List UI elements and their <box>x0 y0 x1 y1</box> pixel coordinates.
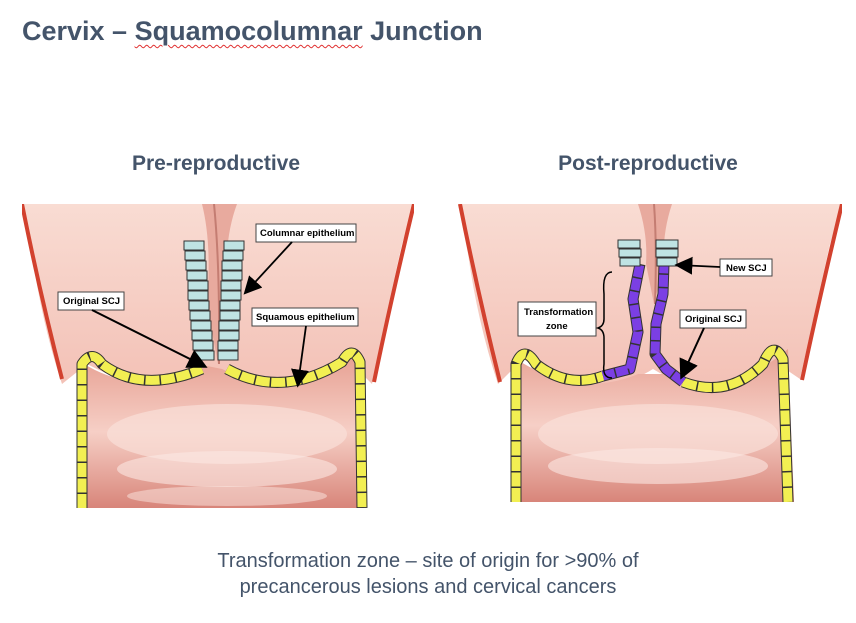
original-scj-label: Original SCJ <box>63 296 120 307</box>
transformation-zone-label-line1: Transformation <box>524 307 593 318</box>
post-reproductive-title: Post-reproductive <box>558 152 738 175</box>
cervix-left-wall <box>458 204 502 383</box>
columnar-epithelium-label: Columnar epithelium <box>260 228 354 239</box>
transformation-zone-label-line2: zone <box>546 321 568 332</box>
columnar-epithelium-left <box>617 239 642 267</box>
caption: Transformation zone – site of origin for… <box>128 548 728 600</box>
new-scj-label-box <box>719 258 773 277</box>
squamous-arrow <box>291 325 309 388</box>
title-underlined-word: Squamocolumnar <box>134 16 363 46</box>
pre-reproductive-diagram: Columnar epithelium Original SCJ Squamou… <box>22 204 414 508</box>
cervix-outer-tissue <box>458 204 842 386</box>
columnar-epithelium-right <box>217 240 245 361</box>
original-scj-label-box <box>57 291 125 311</box>
original-scj-arrow <box>679 327 705 380</box>
caption-line-1: Transformation zone – site of origin for… <box>217 550 639 572</box>
columnar-arrow <box>243 241 293 295</box>
transformation-zone-label-box <box>517 301 597 337</box>
cervix-right-wall <box>800 204 842 381</box>
transformation-zone-bracket <box>595 271 613 379</box>
squamous-epithelium-label-box <box>251 307 359 327</box>
squamous-epithelium-label: Squamous epithelium <box>256 312 355 323</box>
new-scj-label: New SCJ <box>726 263 767 274</box>
cervix-right-wall <box>372 204 414 383</box>
caption-line-2: precancerous lesions and cervical cancer… <box>239 576 617 598</box>
pre-reproductive-title: Pre-reproductive <box>131 152 301 175</box>
original-scj-label-box <box>679 309 747 329</box>
title-suffix: Junction <box>362 16 483 46</box>
new-scj-arrow <box>674 256 721 275</box>
original-scj-arrow <box>91 309 208 368</box>
cervix-left-wall <box>22 204 64 380</box>
page-title: Cervix – Squamocolumnar Junction <box>22 16 483 47</box>
post-reproductive-diagram: New SCJ Transformation zone Original SCJ <box>458 204 842 502</box>
original-scj-label: Original SCJ <box>685 314 742 325</box>
title-prefix: Cervix – <box>22 16 135 46</box>
columnar-epithelium-right <box>655 239 679 267</box>
columnar-epithelium-label-box <box>255 223 357 243</box>
